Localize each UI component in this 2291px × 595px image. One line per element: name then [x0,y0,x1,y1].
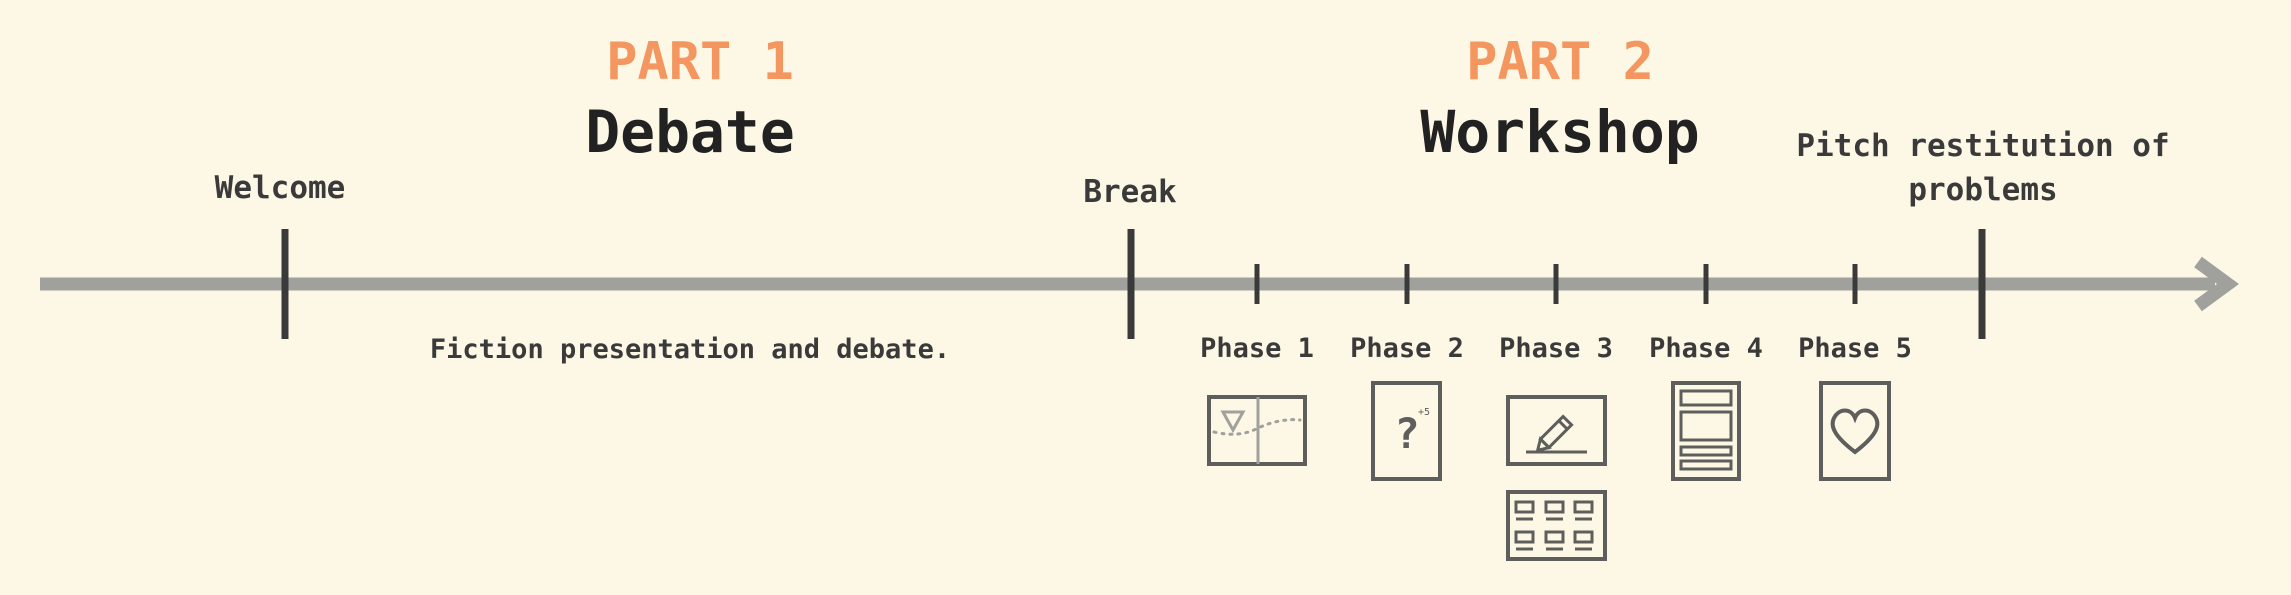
svg-text:?: ? [1394,409,1419,458]
timeline-arrowhead [2194,256,2239,312]
phase-label-5: Phase 5 [1798,333,1912,364]
part2-title: Workshop [1420,98,1700,166]
pitch-label: Pitch restitution of problems [1796,128,2170,208]
break-label: Break [1083,174,1177,210]
part2-label: PART 2 [1466,32,1654,92]
part1-label: PART 1 [606,32,794,92]
phase-label-1: Phase 1 [1200,333,1314,364]
document-icon [1671,381,1741,481]
grid-board-icon [1506,490,1607,561]
part1-title: Debate [585,98,795,166]
phase-label-4: Phase 4 [1649,333,1763,364]
map-icon [1207,395,1307,466]
phase-label-2: Phase 2 [1350,333,1464,364]
svg-text:+5: +5 [1418,407,1430,418]
welcome-label: Welcome [214,170,346,206]
heart-card-icon [1819,381,1891,481]
pencil-card-icon [1506,395,1607,466]
debate-description: Fiction presentation and debate. [429,334,951,365]
question-card-icon: ? +5 [1371,381,1442,481]
phase-label-3: Phase 3 [1499,333,1613,364]
